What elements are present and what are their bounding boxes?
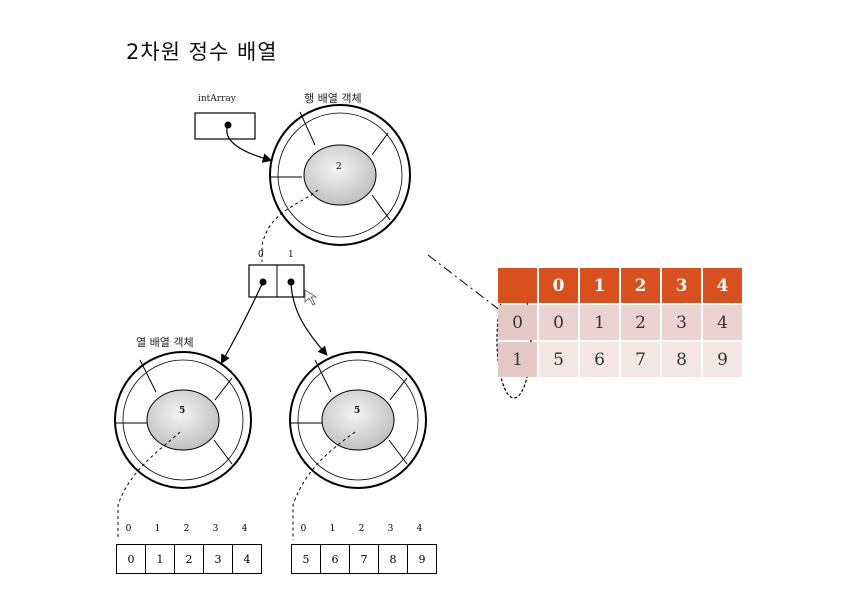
grid-col-header: 3 (662, 268, 701, 303)
grid-cell: 9 (703, 342, 742, 377)
grid-row-header: 1 (498, 342, 537, 377)
grid-col-header: 4 (703, 268, 742, 303)
array-cell: 3 (204, 545, 233, 573)
grid-cell: 6 (580, 342, 619, 377)
grid-row: 0 0 1 2 3 4 (498, 305, 742, 340)
index-label: 0 (125, 524, 132, 534)
grid-cell: 2 (621, 305, 660, 340)
row-length: 2 (336, 162, 342, 172)
array-cell: 2 (175, 545, 204, 573)
index-label: 3 (387, 524, 394, 534)
col-indices-0: 0 1 2 3 4 (114, 524, 259, 534)
row-index-ellipse (496, 281, 532, 399)
row-object-ring (269, 104, 411, 246)
col-length-1: 5 (354, 406, 361, 416)
grid-connector (427, 254, 511, 319)
grid-cell: 5 (539, 342, 578, 377)
row-dashed-link (261, 189, 319, 262)
grid-cell: 8 (662, 342, 701, 377)
index-label: 0 (300, 524, 307, 534)
row-object-label: 행 배열 객체 (304, 92, 362, 105)
grid-cell: 1 (580, 305, 619, 340)
index-label: 3 (212, 524, 219, 534)
array-cell: 7 (350, 545, 379, 573)
ref-index-1: 1 (288, 250, 294, 260)
grid-row-header: 0 (498, 305, 537, 340)
array-cell: 6 (321, 545, 350, 573)
index-label: 4 (241, 524, 248, 534)
array-cell: 1 (146, 545, 175, 573)
grid-col-header: 1 (580, 268, 619, 303)
ref-index-0: 0 (258, 250, 264, 260)
array-cell: 0 (117, 545, 146, 573)
grid-table: 0 1 2 3 4 0 0 1 2 3 4 1 5 6 7 8 9 (496, 266, 744, 379)
grid-cell: 7 (621, 342, 660, 377)
grid-cell: 3 (662, 305, 701, 340)
grid-cell: 0 (539, 305, 578, 340)
var-name-label: intArray (198, 94, 236, 104)
col-object-ring-1 (289, 351, 427, 489)
index-label: 1 (329, 524, 336, 534)
ref-arrow-0 (220, 281, 264, 365)
index-label: 1 (154, 524, 161, 534)
grid-corner (498, 268, 537, 303)
array-cell: 5 (292, 545, 321, 573)
index-label: 2 (183, 524, 190, 534)
index-label: 2 (358, 524, 365, 534)
var-arrow (226, 124, 273, 163)
col-length-0: 5 (179, 406, 186, 416)
col-object-label: 열 배열 객체 (136, 336, 194, 349)
grid-row: 1 5 6 7 8 9 (498, 342, 742, 377)
cursor-icon (304, 289, 318, 306)
ref-arrow-1 (290, 281, 328, 356)
grid-cell: 4 (703, 305, 742, 340)
index-label: 4 (416, 524, 423, 534)
col-array-1: 5 6 7 8 9 (291, 544, 437, 574)
col-array-0: 0 1 2 3 4 (116, 544, 262, 574)
grid-col-header: 2 (621, 268, 660, 303)
array-cell: 9 (418, 552, 426, 566)
grid-header-row: 0 1 2 3 4 (498, 268, 742, 303)
array-cell: 8 (379, 545, 408, 573)
col-object-ring-0 (114, 351, 252, 489)
grid-col-header: 0 (539, 268, 578, 303)
col-indices-1: 0 1 2 3 4 (289, 524, 434, 534)
page-title: 2차원 정수 배열 (126, 40, 278, 64)
array-cell: 4 (243, 552, 251, 566)
